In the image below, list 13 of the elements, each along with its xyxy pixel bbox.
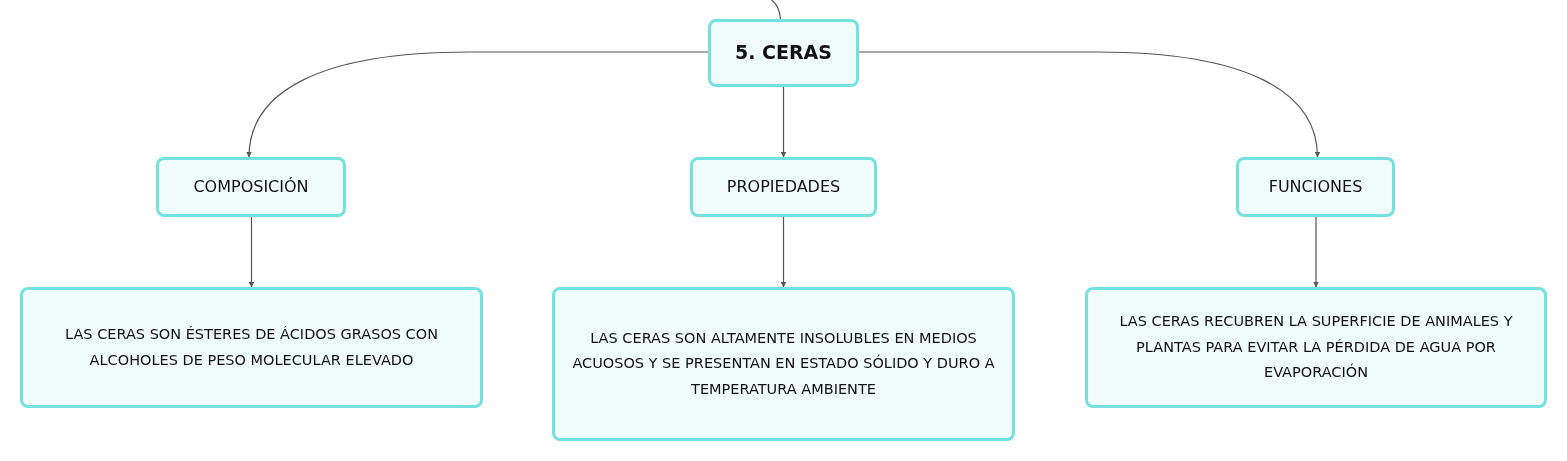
connector-arrow <box>858 51 1320 158</box>
description-box: LAS CERAS SON ÉSTERES DE ÁCIDOS GRASOS CON ALCOHOLES DE PESO MOLECULAR ELEVADO <box>20 287 483 408</box>
topic-box: FUNCIONES <box>1236 157 1395 217</box>
topic-box: PROPIEDADES <box>690 157 877 217</box>
topic-box: COMPOSICIÓN <box>156 157 346 217</box>
description-box: LAS CERAS SON ALTAMENTE INSOLUBLES EN MEDIOS ACUOSOS Y SE PRESENTAN EN ESTADO SÓLIDO Y DURO A TEMPERATURA AMBIENTE <box>552 287 1015 441</box>
connector-arrow <box>246 51 709 158</box>
connector-arrow <box>780 216 787 288</box>
description-box: LAS CERAS RECUBREN LA SUPERFICIE DE ANIMALES Y PLANTAS PARA EVITAR LA PÉRDIDA DE AGUA POR EVAPORACIÓN <box>1085 287 1547 408</box>
root-topic-box: 5. CERAS <box>708 19 859 87</box>
connector-arrow <box>248 216 255 288</box>
connector-arrow <box>780 86 787 158</box>
connector-arrow <box>1313 216 1319 288</box>
